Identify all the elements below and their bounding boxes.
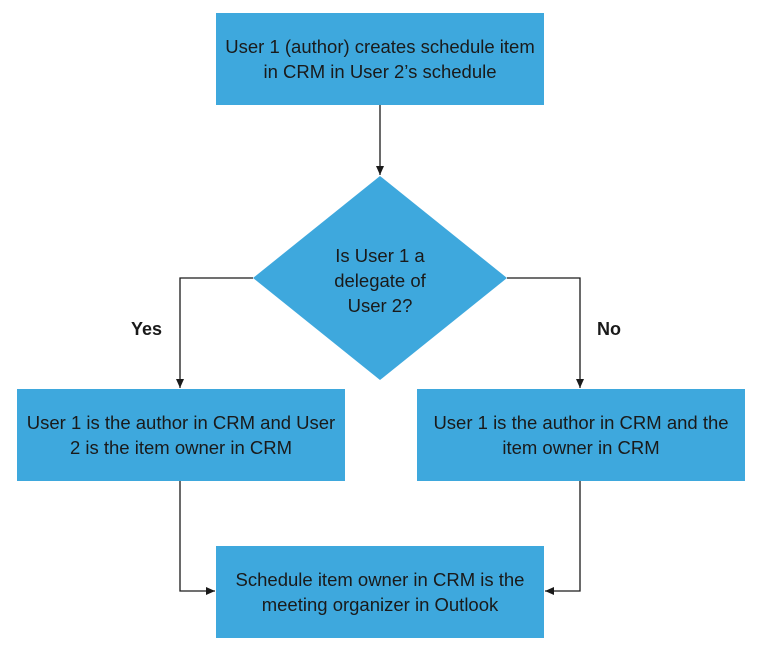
no-branch-label: No — [597, 319, 621, 339]
arrow-no-to-end — [545, 481, 581, 595]
no-outcome-node: User 1 is the author in CRM and the item… — [417, 389, 745, 481]
yes-branch-label: Yes — [131, 319, 163, 339]
decision-diamond — [253, 176, 507, 380]
decision-node-text: Is User 1 a delegate of User 2? — [334, 244, 426, 316]
start-node-text: User 1 (author) creates schedule item in… — [225, 36, 535, 82]
arrow-decision-to-no — [507, 277, 584, 388]
no-outcome-text: User 1 is the author in CRM and the item… — [433, 412, 729, 458]
end-node: Schedule item owner in CRM is the meetin… — [216, 546, 544, 638]
end-node-text: Schedule item owner in CRM is the meetin… — [235, 569, 525, 615]
yes-outcome-text: User 1 is the author in CRM and User 2 i… — [26, 412, 336, 458]
arrow-decision-to-yes — [176, 277, 253, 388]
yes-outcome-node: User 1 is the author in CRM and User 2 i… — [17, 389, 345, 481]
arrow-yes-to-end — [179, 481, 215, 595]
start-node: User 1 (author) creates schedule item in… — [216, 13, 544, 105]
